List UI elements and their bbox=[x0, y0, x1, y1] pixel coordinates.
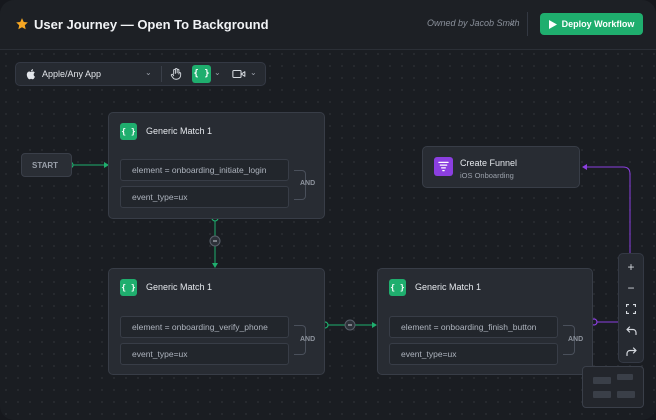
undo-icon bbox=[625, 325, 637, 335]
apple-icon bbox=[26, 69, 35, 80]
arrowhead bbox=[372, 322, 377, 328]
header-divider bbox=[527, 12, 528, 36]
generic-match-node[interactable]: { } Generic Match 1 element = onboarding… bbox=[108, 112, 325, 219]
arrowhead bbox=[212, 263, 218, 268]
deploy-label: Deploy Workflow bbox=[561, 19, 635, 29]
top-header: User Journey — Open To Background Owned … bbox=[0, 0, 656, 50]
canvas-toolbar: Apple/Any App ⌄ { } ⌄ ⌄ bbox=[15, 62, 266, 86]
generic-match-node[interactable]: { } Generic Match 1 element = onboarding… bbox=[377, 268, 593, 375]
condition-field[interactable]: element = onboarding_finish_button bbox=[389, 316, 558, 338]
chevron-down-icon[interactable]: ⌄ bbox=[145, 68, 152, 77]
arrowhead bbox=[582, 164, 587, 170]
minimap-node bbox=[593, 391, 611, 398]
fit-view-icon bbox=[626, 304, 636, 314]
braces-icon: { } bbox=[389, 279, 406, 296]
funnel-subtitle: iOS Onboarding bbox=[460, 171, 514, 180]
zoom-out-button[interactable]: − bbox=[627, 281, 635, 295]
funnel-title: Create Funnel bbox=[460, 158, 518, 168]
play-icon bbox=[548, 19, 557, 29]
node-title: Generic Match 1 bbox=[146, 126, 213, 136]
operator-label[interactable]: AND bbox=[300, 336, 316, 343]
condition-field[interactable]: element = onboarding_verify_phone bbox=[120, 316, 289, 338]
undo-button[interactable] bbox=[619, 320, 643, 340]
and-bracket bbox=[563, 325, 575, 355]
minimap[interactable] bbox=[582, 366, 644, 408]
code-block-button[interactable]: { } bbox=[192, 65, 211, 83]
redo-button[interactable] bbox=[619, 341, 643, 361]
owner-selector[interactable]: Owned by Jacob Smith bbox=[427, 18, 520, 28]
node-title: Generic Match 1 bbox=[146, 282, 213, 292]
fit-view-button[interactable] bbox=[619, 299, 643, 319]
minimap-node bbox=[593, 377, 611, 384]
redo-icon bbox=[625, 346, 637, 356]
star-icon[interactable] bbox=[15, 17, 29, 31]
toolbar-divider bbox=[161, 66, 162, 82]
minimap-node bbox=[617, 374, 633, 380]
operator-label[interactable]: AND bbox=[300, 180, 316, 187]
chevron-down-icon[interactable]: ⌄ bbox=[250, 68, 257, 77]
arrowhead bbox=[104, 162, 109, 168]
create-funnel-node[interactable]: Create Funnel iOS Onboarding bbox=[422, 146, 580, 188]
funnel-icon bbox=[434, 157, 453, 176]
node-title: Generic Match 1 bbox=[415, 282, 482, 292]
page-title: User Journey — Open To Background bbox=[34, 17, 269, 32]
condition-field[interactable]: event_type=ux bbox=[389, 343, 558, 365]
generic-match-node[interactable]: { } Generic Match 1 element = onboarding… bbox=[108, 268, 325, 375]
and-bracket bbox=[294, 170, 306, 200]
hand-pan-icon[interactable] bbox=[169, 67, 183, 81]
zoom-controls: + − bbox=[618, 253, 644, 363]
operator-label[interactable]: AND bbox=[568, 336, 584, 343]
start-node[interactable]: START bbox=[21, 153, 72, 177]
condition-field[interactable]: event_type=ux bbox=[120, 186, 289, 208]
zoom-in-button[interactable]: + bbox=[627, 260, 635, 274]
minimap-node bbox=[617, 391, 635, 398]
condition-field[interactable]: event_type=ux bbox=[120, 343, 289, 365]
video-camera-icon[interactable] bbox=[232, 68, 246, 80]
condition-field[interactable]: element = onboarding_initiate_login bbox=[120, 159, 289, 181]
chevron-down-icon[interactable]: ⌄ bbox=[214, 68, 221, 77]
braces-icon: { } bbox=[120, 123, 137, 140]
and-bracket bbox=[294, 325, 306, 355]
chevron-down-icon[interactable]: ⌄ bbox=[508, 17, 516, 27]
braces-icon: { } bbox=[120, 279, 137, 296]
deploy-workflow-button[interactable]: Deploy Workflow bbox=[540, 13, 643, 35]
platform-select[interactable]: Apple/Any App bbox=[42, 69, 102, 79]
